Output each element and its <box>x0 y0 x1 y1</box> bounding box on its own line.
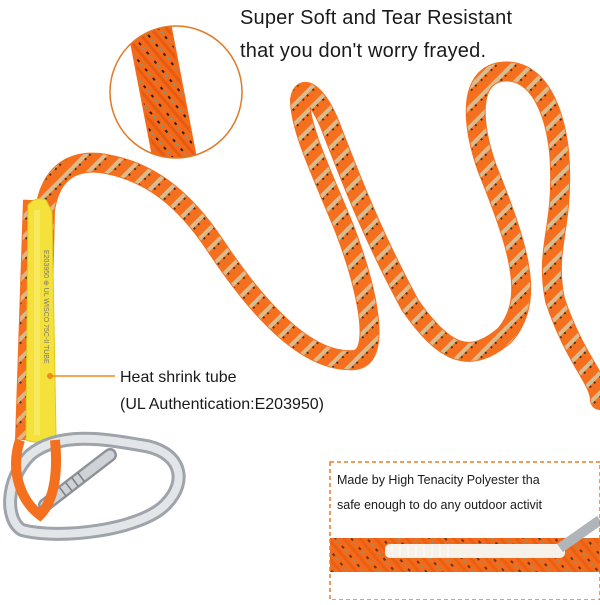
tenacity-inset-box <box>329 461 600 601</box>
heat-shrink-callout: Heat shrink tube (UL Authentication:E203… <box>120 364 380 418</box>
callout-line-2: (UL Authentication:E203950) <box>120 396 324 413</box>
inset-caption: Made by High Tenacity Polyester tha safe… <box>337 468 600 518</box>
rope-closeup-circle <box>109 25 243 159</box>
inset-line-1: Made by High Tenacity Polyester tha <box>337 473 540 487</box>
headline-line-2: that you don't worry frayed. <box>240 40 487 62</box>
carabiner <box>3 431 186 541</box>
inset-line-2: safe enough to do any outdoor activit <box>337 498 543 512</box>
tube-print: E203950 ⊕ UL WISCO 75C-II TUBE <box>42 250 49 364</box>
heat-shrink-tube <box>25 198 57 443</box>
callout-line-1: Heat shrink tube <box>120 369 237 386</box>
headline: Super Soft and Tear Resistant that you d… <box>240 2 600 68</box>
headline-line-1: Super Soft and Tear Resistant <box>240 7 513 29</box>
